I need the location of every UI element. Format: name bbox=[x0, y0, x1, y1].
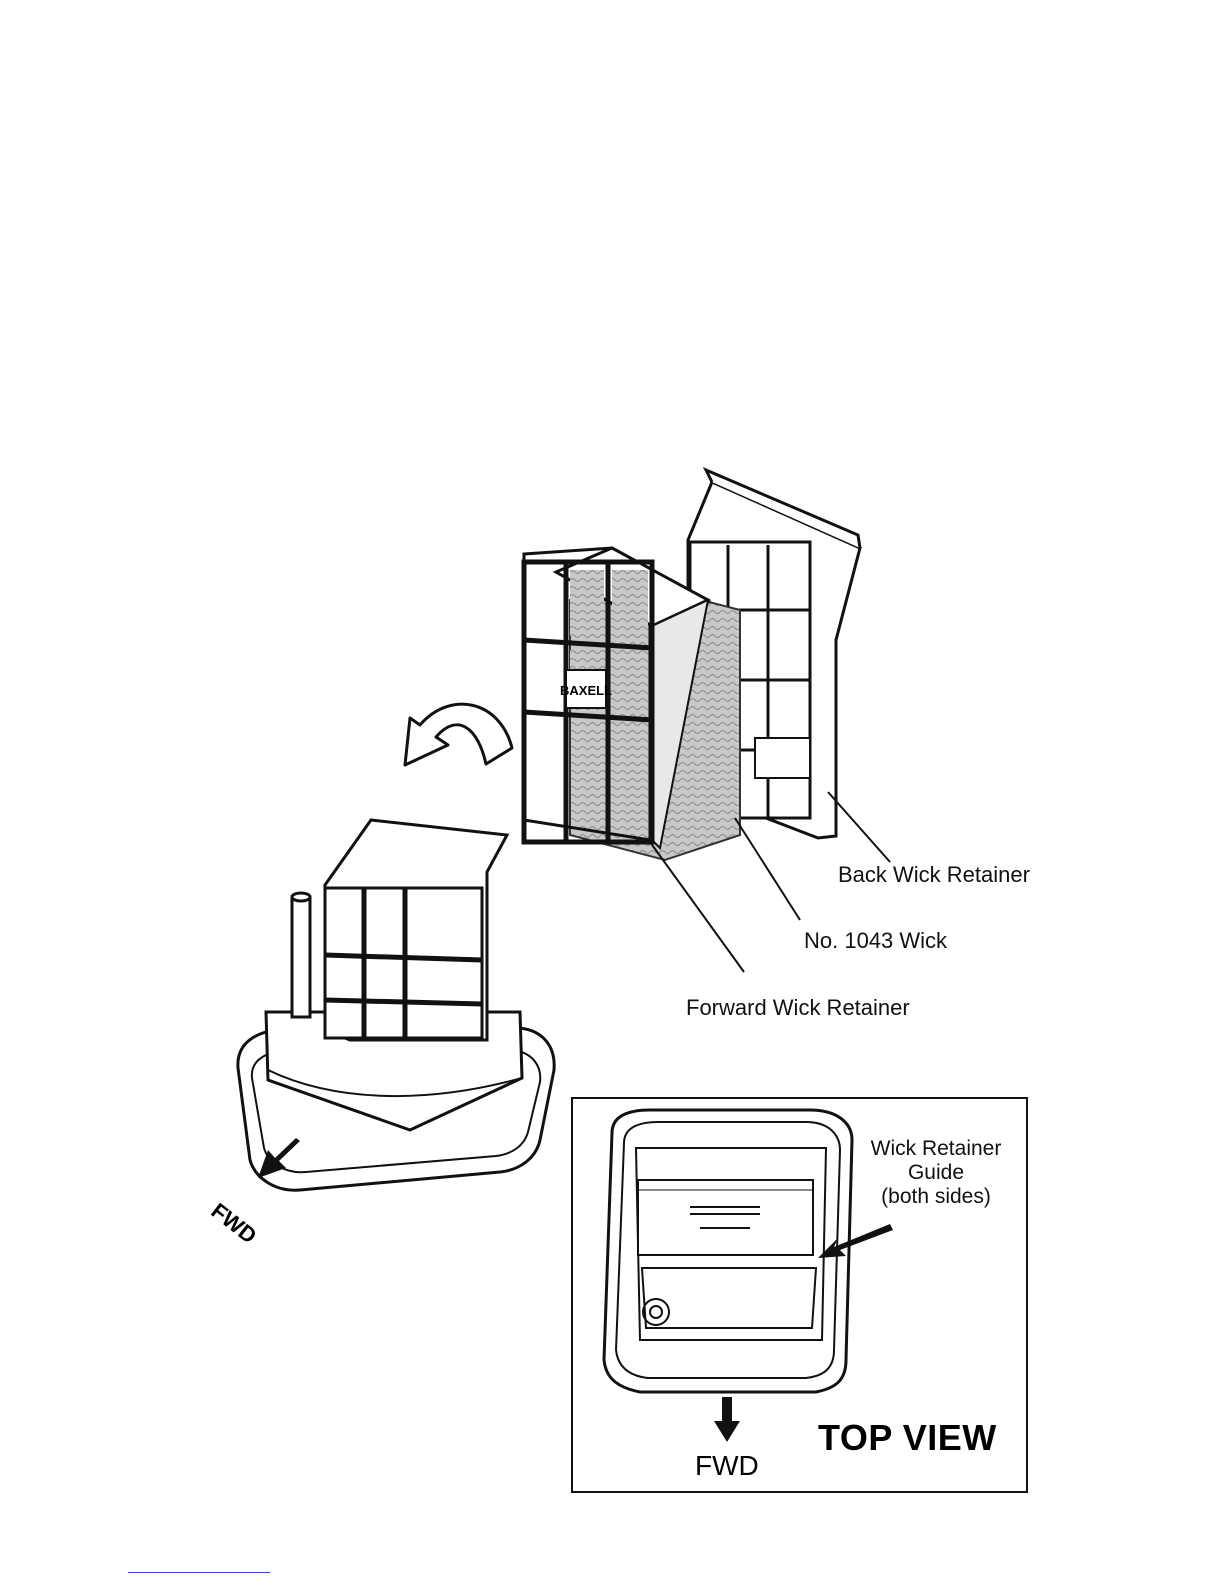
label-forward-wick-retainer: Forward Wick Retainer bbox=[686, 995, 910, 1021]
top-view-title: TOP VIEW bbox=[818, 1417, 997, 1459]
footer-link-rule bbox=[128, 1572, 270, 1573]
guide-line-1: Wick Retainer bbox=[866, 1137, 1006, 1161]
assembled-unit bbox=[238, 820, 554, 1190]
label-back-wick-retainer: Back Wick Retainer bbox=[838, 862, 1030, 888]
label-wick-retainer-guide: Wick Retainer Guide (both sides) bbox=[866, 1137, 1006, 1209]
removal-arrow bbox=[405, 704, 512, 765]
brand-mark: BAXELL bbox=[560, 683, 612, 698]
guide-line-2: Guide bbox=[866, 1161, 1006, 1185]
label-wick: No. 1043 Wick bbox=[804, 928, 947, 954]
top-view-fwd-label: FWD bbox=[695, 1450, 759, 1482]
guide-line-3: (both sides) bbox=[866, 1185, 1006, 1209]
